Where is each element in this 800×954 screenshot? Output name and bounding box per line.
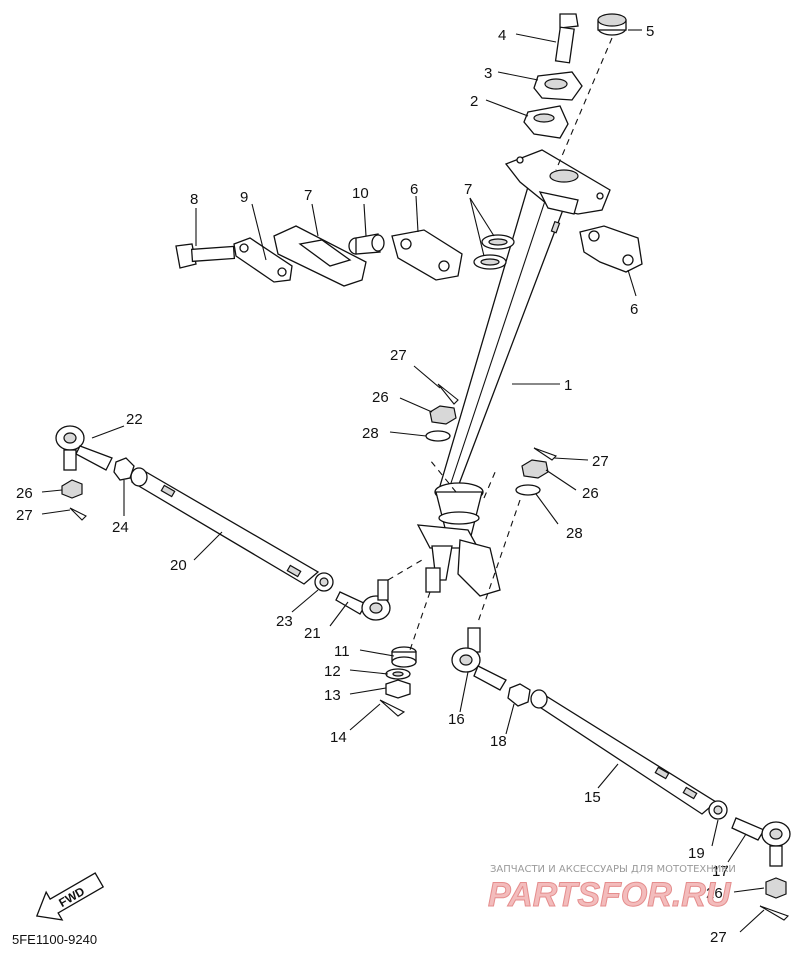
callout-15: 14 [330, 729, 347, 746]
nut-25 [113, 457, 135, 481]
pin-15 [379, 699, 406, 717]
callout-27-left: 27 [16, 507, 33, 524]
watermark-brand: PARTSFOR.RU [488, 876, 732, 914]
callout-26-left: 26 [16, 485, 33, 502]
tie-rod-21 [130, 467, 320, 585]
callout-21: 20 [170, 557, 187, 574]
callout-9: 8 [190, 191, 198, 208]
nut-26-right [521, 459, 549, 479]
callout-7: 7 [464, 181, 472, 198]
rod-end-23 [55, 425, 113, 471]
callout-26-bottom: 26 [706, 885, 723, 902]
diagram-code: 5FE1100-9240 [12, 932, 97, 947]
callout-26-upper: 26 [372, 389, 389, 406]
callout-11: 10 [352, 185, 369, 202]
callout-27-bottom: 27 [710, 929, 727, 946]
fwd-arrow: FWD [35, 872, 105, 921]
rod-end-17 [451, 627, 507, 691]
callouts: 4 5 3 2 8 9 7 10 6 7 6 27 1 26 28 22 27 … [16, 23, 729, 946]
clamp-3 [533, 71, 583, 101]
washer-13 [385, 668, 411, 680]
leader-lines [41, 29, 765, 933]
callout-27-upper: 27 [390, 347, 407, 364]
plate-8 [273, 225, 367, 287]
callout-4: 4 [498, 27, 506, 44]
nut-26-upper [429, 405, 457, 425]
callout-3: 3 [484, 65, 492, 82]
pin-27-upper [437, 383, 459, 405]
callout-19: 18 [490, 733, 507, 750]
callout-23: 22 [126, 411, 143, 428]
nut-19 [507, 683, 531, 707]
collar-12 [391, 646, 417, 668]
callout-12: 11 [334, 643, 350, 660]
callout-13: 12 [324, 663, 341, 680]
nut-24 [314, 572, 334, 592]
steering-column [416, 179, 573, 597]
rod-end-18 [731, 817, 791, 867]
pin-27-bottom [759, 905, 790, 921]
holder-6-right [579, 225, 643, 273]
callout-6-left: 6 [410, 181, 418, 198]
callout-26-right: 26 [582, 485, 599, 502]
washer-28-right [515, 484, 541, 496]
callout-25: 24 [112, 519, 129, 536]
nut-20 [708, 800, 728, 820]
callout-22: 21 [304, 625, 321, 642]
washers-7 [473, 234, 515, 270]
callout-20: 19 [688, 845, 705, 862]
callout-2: 2 [470, 93, 478, 110]
pin-27-left [69, 507, 87, 521]
washer-28-upper [425, 430, 451, 442]
nut-26-left [61, 479, 83, 499]
bolt-9 [175, 243, 236, 269]
callout-28-right: 28 [566, 525, 583, 542]
callout-27-right: 27 [592, 453, 609, 470]
nut-26-bottom [765, 877, 787, 899]
callout-18: 17 [712, 863, 729, 880]
callout-14: 13 [324, 687, 341, 704]
callout-24: 23 [276, 613, 293, 630]
callout-8: 7 [304, 187, 312, 204]
clamp-2 [523, 105, 569, 139]
callout-6-right: 6 [630, 301, 638, 318]
cap-5 [597, 13, 627, 36]
plate-10 [233, 237, 293, 283]
callout-1: 1 [564, 377, 572, 394]
tie-rod-16 [530, 689, 718, 815]
callout-5: 5 [646, 23, 654, 40]
upper-bracket [504, 149, 611, 215]
watermark-subtitle: ЗАПЧАСТИ И АКСЕССУАРЫ ДЛЯ МОТОТЕХНИКИ [490, 864, 736, 875]
bolt-4 [554, 13, 579, 64]
holder-6-left [391, 229, 463, 281]
callout-28-upper: 28 [362, 425, 379, 442]
callout-17: 16 [448, 711, 465, 728]
callout-16: 15 [584, 789, 601, 806]
callout-10: 9 [240, 189, 248, 206]
rod-end-22 [335, 579, 391, 621]
nut-14 [385, 679, 411, 699]
pin-27-right [533, 447, 557, 461]
collar-11 [348, 233, 385, 255]
